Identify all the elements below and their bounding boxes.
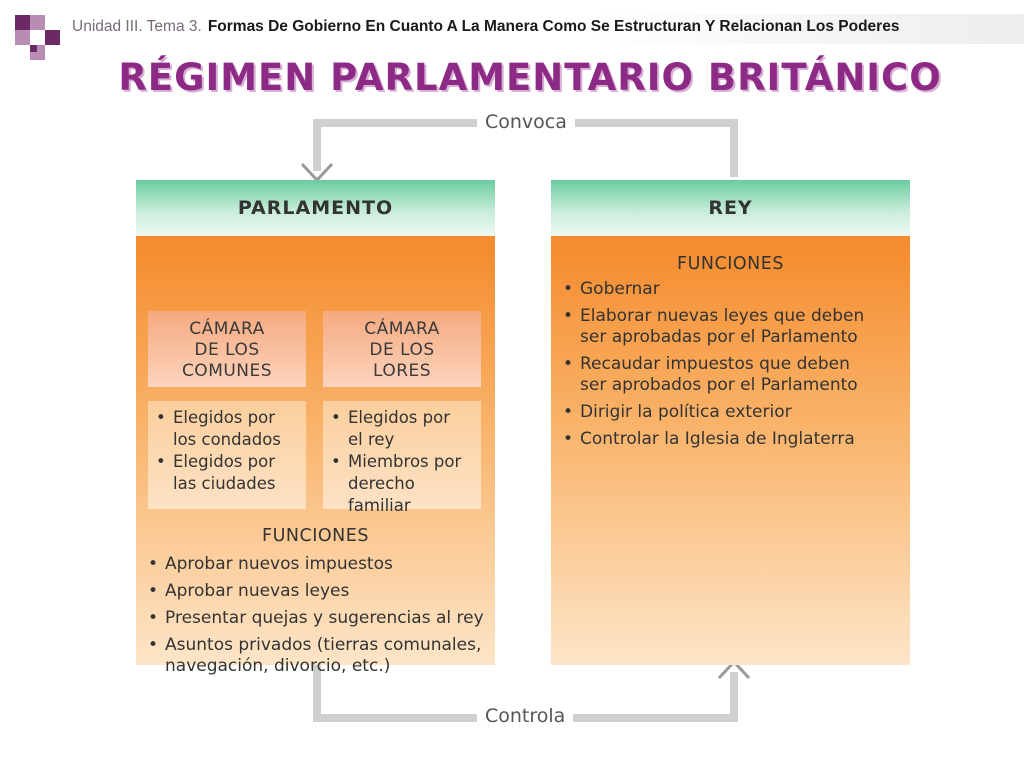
list-item: Presentar quejas y sugerencias al rey — [148, 608, 488, 629]
list-item-line: ser aprobadas por el Parlamento — [580, 327, 858, 347]
list-item: Elegidos por las ciudades — [156, 451, 306, 495]
parlamento-funciones-list: Aprobar nuevos impuestosAprobar nuevas l… — [148, 554, 488, 683]
list-item-line: Controlar la Iglesia de Inglaterra — [580, 429, 855, 449]
title-line: DE LOS — [194, 340, 260, 360]
rey-panel: REY FUNCIONES GobernarElaborar nuevas le… — [551, 180, 910, 665]
rey-title: REY — [551, 180, 910, 236]
list-item-line: Miembros por — [348, 452, 462, 471]
header-text: Unidad III. Tema 3. Formas De Gobierno En… — [72, 18, 899, 36]
list-item-line: navegación, divorcio, etc.) — [165, 656, 391, 676]
title-line: DE LOS — [369, 340, 435, 360]
title-line: COMUNES — [181, 361, 273, 381]
header-topic: Formas De Gobierno En Cuanto A La Manera… — [207, 18, 900, 35]
title-line: CÁMARA — [189, 319, 265, 339]
list-item-line: las ciudades — [173, 474, 276, 493]
list-item: Aprobar nuevas leyes — [148, 581, 488, 602]
convoca-label: Convoca — [477, 111, 575, 133]
list-item: Miembros por derecho familiar — [331, 451, 481, 517]
list-item-line: derecho familiar — [348, 474, 415, 515]
list-item-line: Aprobar nuevas leyes — [165, 581, 350, 601]
list-item-line: Gobernar — [580, 279, 660, 299]
title-line: CÁMARA — [364, 319, 440, 339]
list-item-line: el rey — [348, 430, 395, 449]
list-item-line: Elaborar nuevas leyes que deben — [580, 306, 865, 326]
parlamento-funciones-title: FUNCIONES — [262, 526, 369, 546]
camara-lores-list: Elegidos por el reyMiembros por derecho fa… — [323, 401, 481, 515]
header-unit: Unidad III. Tema 3. — [72, 18, 202, 35]
list-item: Aprobar nuevos impuestos — [148, 554, 488, 575]
list-item: Elegidos por los condados — [156, 407, 306, 451]
list-item-line: ser aprobados por el Parlamento — [580, 375, 858, 395]
rey-body: FUNCIONES GobernarElaborar nuevas leyes … — [551, 236, 910, 665]
list-item-line: Presentar quejas y sugerencias al rey — [165, 608, 484, 628]
list-item-line: Elegidos por — [173, 452, 275, 471]
list-item: Elegidos por el rey — [331, 407, 481, 451]
list-item: Gobernar — [563, 279, 903, 300]
rey-funciones-list: GobernarElaborar nuevas leyes que debens… — [563, 279, 903, 456]
list-item-line: Aprobar nuevos impuestos — [165, 554, 393, 574]
title-line: LORES — [372, 361, 432, 381]
list-item-line: Dirigir la política exterior — [580, 402, 792, 422]
list-item: Controlar la Iglesia de Inglaterra — [563, 429, 903, 450]
parlamento-title: PARLAMENTO — [136, 180, 495, 236]
list-item-line: Elegidos por — [173, 408, 275, 427]
controla-label: Controla — [477, 705, 574, 727]
header-bar — [60, 14, 1024, 44]
list-item-line: Recaudar impuestos que deben — [580, 354, 850, 374]
list-item: Dirigir la política exterior — [563, 402, 903, 423]
list-item-line: Elegidos por — [348, 408, 450, 427]
list-item-line: los condados — [173, 430, 281, 449]
list-item: Asuntos privados (tierras comunales,nave… — [148, 635, 488, 677]
list-item-line: Asuntos privados (tierras comunales, — [165, 635, 482, 655]
page-title: RÉGIMEN PARLAMENTARIO BRITÁNICO — [118, 56, 942, 99]
rey-funciones-title: FUNCIONES — [677, 254, 784, 274]
